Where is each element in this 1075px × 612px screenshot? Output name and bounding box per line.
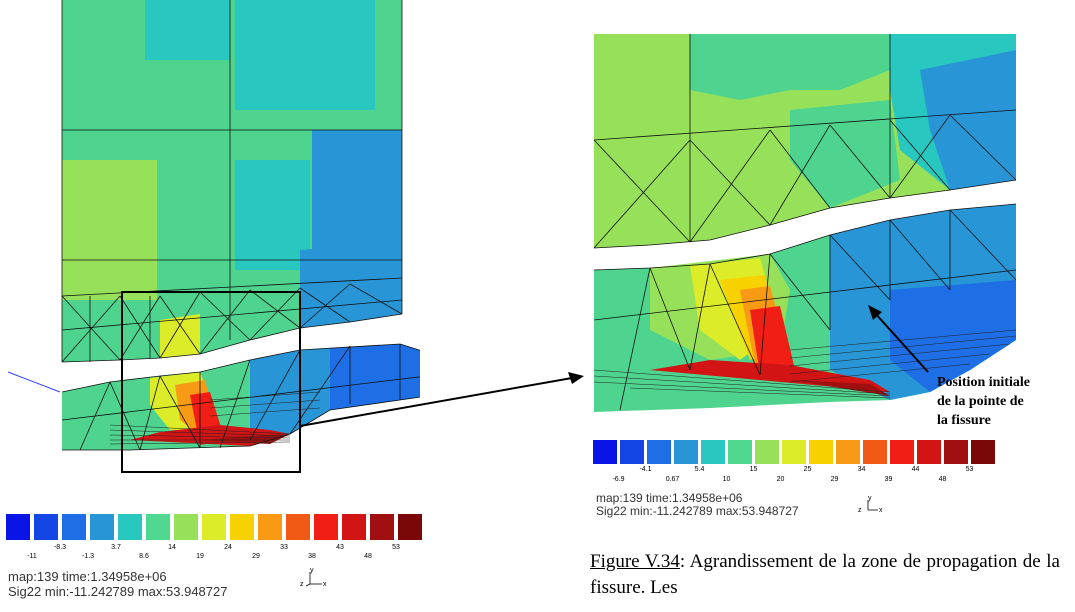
- left-colorbar-tick-label: 48: [364, 553, 372, 560]
- annotation-line-1: Position initiale: [937, 375, 1030, 390]
- left-colorbar-tick-label: 8.6: [139, 553, 149, 560]
- left-colorbar-swatch: [258, 514, 282, 540]
- left-info: map:139 time:1.34958e+06 Sig22 min:-11.2…: [8, 569, 227, 599]
- right-colorbar-swatch: [809, 440, 833, 464]
- left-colorbar-tick-label: 14: [168, 544, 176, 551]
- crack-tip-annotation: Position initiale de la pointe de la fis…: [937, 373, 1030, 430]
- right-info-line1: map:139 time:1.34958e+06: [596, 491, 743, 505]
- left-colorbar-swatch: [342, 514, 366, 540]
- right-colorbar-swatch: [917, 440, 941, 464]
- left-mesh-plot: [0, 0, 420, 500]
- left-colorbar-swatch: [146, 514, 170, 540]
- left-colorbar-tick-label: 29: [252, 553, 260, 560]
- left-colorbar-tick-label: 3.7: [111, 544, 121, 551]
- right-colorbar-swatch: [944, 440, 968, 464]
- right-colorbar-swatch: [863, 440, 887, 464]
- right-colorbar-swatch: [620, 440, 644, 464]
- left-colorbar-swatch: [62, 514, 86, 540]
- left-colorbar-tick-label: -8.3: [54, 544, 66, 551]
- left-colorbar-swatch: [314, 514, 338, 540]
- left-colorbar-swatch: [34, 514, 58, 540]
- right-colorbar-tick-label: 44: [912, 466, 920, 473]
- left-triad-x: x: [323, 581, 327, 588]
- left-colorbar-tick-label: 43: [336, 544, 344, 551]
- right-colorbar-swatch: [593, 440, 617, 464]
- left-triad-y: y: [310, 567, 314, 574]
- right-axis-triad-icon: y z x: [858, 495, 883, 514]
- right-colorbar: -6.9 -4.1 0.67 5.4 10 15 20 25 29 34 39 44 48 53: [593, 440, 995, 483]
- right-colorbar-tick-label: 10: [723, 476, 731, 483]
- right-colorbar-tick-label: 48: [939, 476, 947, 483]
- right-mesh-plot: [590, 30, 1040, 420]
- right-triad-z: z: [858, 507, 862, 514]
- right-colorbar-tick-label: -4.1: [639, 466, 651, 473]
- left-mesh-lines: [61, 0, 403, 363]
- crack-tip-arrow: [868, 305, 929, 373]
- zoom-box: [121, 291, 301, 473]
- right-mesh-image: [593, 34, 1017, 412]
- left-info-line2: Sig22 min:-11.242789 max:53.948727: [8, 584, 228, 599]
- figure-caption-text: : Agrandissement de la zone de propagati…: [590, 551, 1060, 598]
- zoom-arrow: [300, 372, 584, 427]
- right-mesh-lines-lower: [593, 203, 1017, 411]
- right-colorbar-swatch: [674, 440, 698, 464]
- left-colorbar-swatch: [370, 514, 394, 540]
- left-colorbar-tick-label: 24: [224, 544, 232, 551]
- right-colorbar-tick-label: 34: [858, 466, 866, 473]
- left-colorbar: -11 -8.3 -1.3 3.7 8.6 14 19 24 29 33 38 43 48 53: [6, 514, 422, 560]
- right-colorbar-swatch: [890, 440, 914, 464]
- annotation-line-2: de la pointe de: [937, 394, 1024, 409]
- right-colorbar-swatch: [728, 440, 752, 464]
- right-info: map:139 time:1.34958e+06 Sig22 min:-11.2…: [596, 492, 799, 518]
- right-colorbar-tick-label: 0.67: [666, 476, 680, 483]
- left-colorbar-swatch: [118, 514, 142, 540]
- left-colorbar-swatch: [174, 514, 198, 540]
- right-colorbar-swatch: [647, 440, 671, 464]
- right-colorbar-swatch: [836, 440, 860, 464]
- left-colorbar-swatch: [6, 514, 30, 540]
- left-colorbar-swatch: [286, 514, 310, 540]
- left-axis-triad-icon: y z x: [300, 567, 327, 588]
- right-colorbar-swatch: [971, 440, 995, 464]
- left-colorbar-swatch: [398, 514, 422, 540]
- right-colorbar-tick-label: 5.4: [695, 466, 705, 473]
- left-info-line1: map:139 time:1.34958e+06: [8, 569, 167, 584]
- left-colorbar-tick-label: -1.3: [82, 553, 94, 560]
- right-colorbar-swatch: [782, 440, 806, 464]
- left-mesh-image: [7, 0, 420, 473]
- figure-caption: Figure V.34: Agrandissement de la zone d…: [590, 549, 1060, 601]
- left-colorbar-tick-label: 53: [392, 544, 400, 551]
- right-colorbar-tick-label: -6.9: [612, 476, 624, 483]
- left-colorbar-tick-label: 33: [280, 544, 288, 551]
- left-colorbar-swatch: [202, 514, 226, 540]
- right-colorbar-swatch: [701, 440, 725, 464]
- figure-label: Figure V.34: [590, 551, 680, 572]
- right-colorbar-tick-label: 39: [885, 476, 893, 483]
- right-colorbar-tick-label: 20: [777, 476, 785, 483]
- right-mesh-lines-upper: [593, 34, 1017, 249]
- right-colorbar-tick-label: 25: [804, 466, 812, 473]
- right-triad-y: y: [868, 495, 872, 502]
- right-triad-x: x: [879, 507, 883, 514]
- left-triad-z: z: [300, 581, 304, 588]
- right-colorbar-tick-label: 15: [750, 466, 758, 473]
- right-colorbar-tick-label: 53: [966, 466, 974, 473]
- left-colorbar-tick-label: -11: [27, 553, 37, 560]
- annotation-line-3: la fissure: [937, 413, 991, 428]
- right-info-line2: Sig22 min:-11.242789 max:53.948727: [596, 504, 799, 518]
- left-colorbar-swatch: [230, 514, 254, 540]
- left-colorbar-tick-label: 19: [196, 553, 204, 560]
- left-colorbar-swatch: [90, 514, 114, 540]
- left-colorbar-tick-label: 38: [308, 553, 316, 560]
- right-colorbar-swatch: [755, 440, 779, 464]
- right-colorbar-tick-label: 29: [831, 476, 839, 483]
